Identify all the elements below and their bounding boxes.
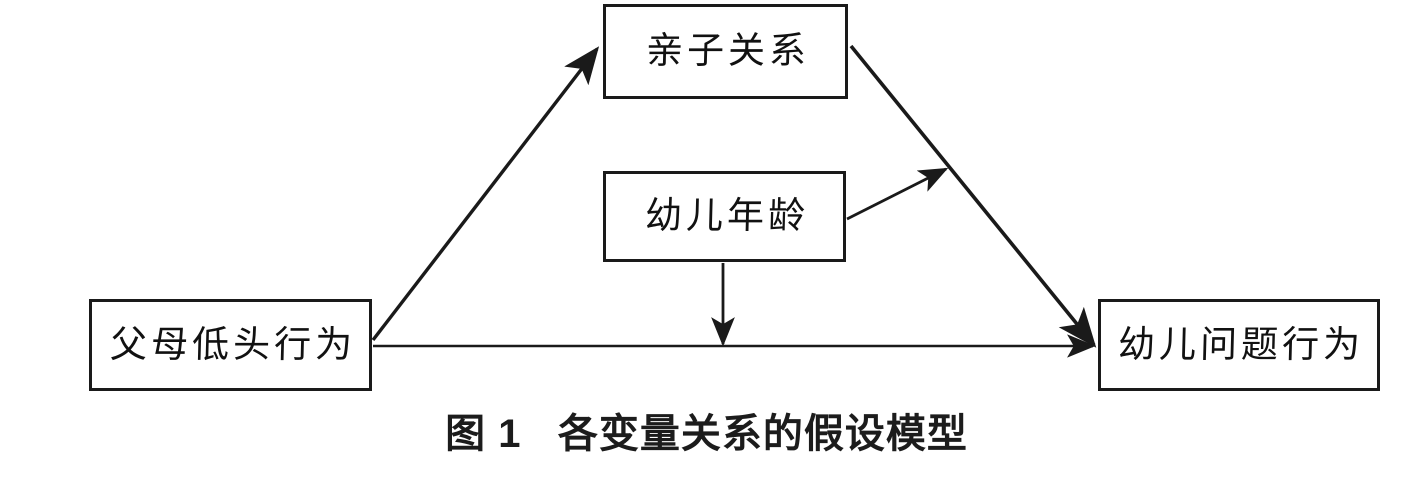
node-child-problem-behavior[interactable]: 幼儿问题行为: [1098, 299, 1380, 391]
figure-caption: 图 1 各变量关系的假设模型: [445, 412, 968, 456]
node-parent-phubbing-label: 父母低头行为: [108, 324, 357, 366]
node-child-problem-behavior-label: 幼儿问题行为: [1117, 324, 1365, 366]
arrow-relationship-to-problem: [849, 44, 1097, 348]
node-parent-child-relationship-label: 亲子关系: [644, 31, 811, 72]
node-child-age[interactable]: 幼儿年龄: [603, 171, 846, 262]
node-parent-child-relationship[interactable]: 亲子关系: [603, 4, 848, 99]
node-child-age-label: 幼儿年龄: [643, 196, 810, 237]
arrow-age-moderates-upper-path: [846, 167, 949, 221]
arrow-phubbing-to-relationship: [371, 46, 600, 342]
node-parent-phubbing[interactable]: 父母低头行为: [89, 299, 372, 391]
